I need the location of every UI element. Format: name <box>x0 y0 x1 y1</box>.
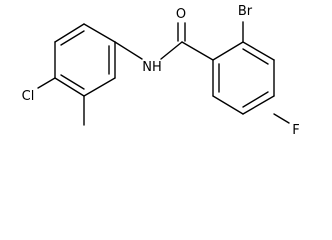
aniline-ring <box>54 23 116 97</box>
benzoyl-ring <box>212 41 275 115</box>
nitrogen-to-carbonyl-bond <box>160 41 183 60</box>
fluorine-label: F <box>292 123 299 138</box>
amide-nh-label: NH <box>142 60 162 75</box>
ring-a-bond-5 <box>54 77 85 97</box>
ring-a-double-bond-1 <box>60 30 85 46</box>
bromine-label: Br <box>238 4 253 19</box>
ring-a-bond-2 <box>83 23 116 43</box>
atom-labels: Br O Cl NH F <box>22 4 300 138</box>
ring-a-bond-1 <box>54 23 85 43</box>
chloro-bond <box>37 77 56 89</box>
substituent-bonds <box>37 21 290 126</box>
fluoro-bond <box>273 113 290 124</box>
ring-a-bond-4 <box>83 77 116 97</box>
carbonyl-to-ring-bond <box>181 41 214 61</box>
ring-b-bond-5 <box>212 95 244 115</box>
ring-b-bond-1 <box>212 41 244 61</box>
oxygen-label: O <box>176 7 186 22</box>
ring-b-double-bond-2 <box>242 91 269 108</box>
ring-a-double-bond-3 <box>60 74 85 90</box>
chemical-structure-diagram: Br O Cl NH F <box>22 4 300 138</box>
ring-b-bond-4 <box>242 95 275 115</box>
ring-b-bond-2 <box>242 41 275 61</box>
chlorine-label: Cl <box>22 89 35 104</box>
ring-to-nitrogen-bond <box>114 41 143 60</box>
ring-b-double-bond-1 <box>242 48 269 65</box>
